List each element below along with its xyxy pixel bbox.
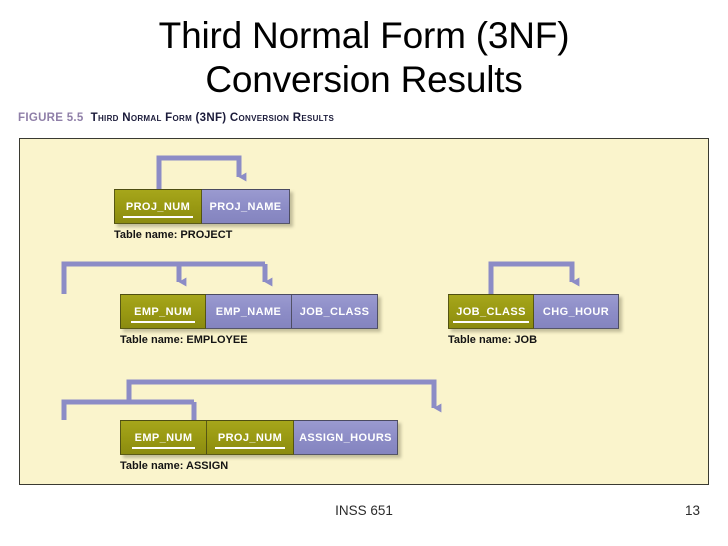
cell-assign-emp-num[interactable]: EMP_NUM: [120, 420, 207, 455]
page-title-line-2: Conversion Results: [205, 59, 523, 100]
table-job[interactable]: JOB_CLASS CHG_HOUR: [448, 294, 619, 329]
cell-employee-emp-num[interactable]: EMP_NUM: [120, 294, 206, 329]
page-title-line-1: Third Normal Form (3NF): [158, 15, 570, 56]
cell-job-job-class[interactable]: JOB_CLASS: [448, 294, 534, 329]
figure-label: FIGURE 5.5: [18, 112, 84, 124]
figure-caption: FIGURE 5.5 Third Normal Form (3NF) Conver…: [18, 112, 334, 124]
footer-page-number: 13: [684, 503, 700, 518]
footer-course: INSS 651: [335, 503, 393, 518]
cell-assign-assign-hours[interactable]: ASSIGN_HOURS: [294, 420, 398, 455]
figure-caption-text: Third Normal Form (3NF) Conversion Resul…: [90, 112, 335, 124]
table-project[interactable]: PROJ_NUM PROJ_NAME: [114, 189, 290, 224]
table-caption-employee: Table name: EMPLOYEE: [120, 334, 248, 346]
table-caption-project: Table name: PROJECT: [114, 229, 233, 241]
table-employee[interactable]: EMP_NUM EMP_NAME JOB_CLASS: [120, 294, 378, 329]
cell-employee-emp-name[interactable]: EMP_NAME: [206, 294, 292, 329]
table-assign[interactable]: EMP_NUM PROJ_NUM ASSIGN_HOURS: [120, 420, 398, 455]
arrow-assign-composite-to-assignhours: [126, 379, 442, 413]
table-caption-job: Table name: JOB: [448, 334, 538, 346]
cell-job-chg-hour[interactable]: CHG_HOUR: [534, 294, 619, 329]
cell-employee-job-class[interactable]: JOB_CLASS: [292, 294, 378, 329]
table-caption-assign: Table name: ASSIGN: [120, 460, 229, 472]
arrow-employee-empnum-trunk: [61, 261, 265, 294]
cell-project-proj-num[interactable]: PROJ_NUM: [114, 189, 202, 224]
arrow-job-jobclass-to-chghour: [488, 261, 580, 294]
cell-assign-proj-num[interactable]: PROJ_NUM: [207, 420, 294, 455]
cell-project-proj-name[interactable]: PROJ_NAME: [202, 189, 290, 224]
figure-panel: PROJ_NUM PROJ_NAME Table name: PROJECT E…: [19, 138, 709, 485]
page-title: Third Normal Form (3NF) Conversion Resul…: [0, 14, 728, 102]
arrow-assign-composite-lower-bar: [61, 399, 194, 420]
